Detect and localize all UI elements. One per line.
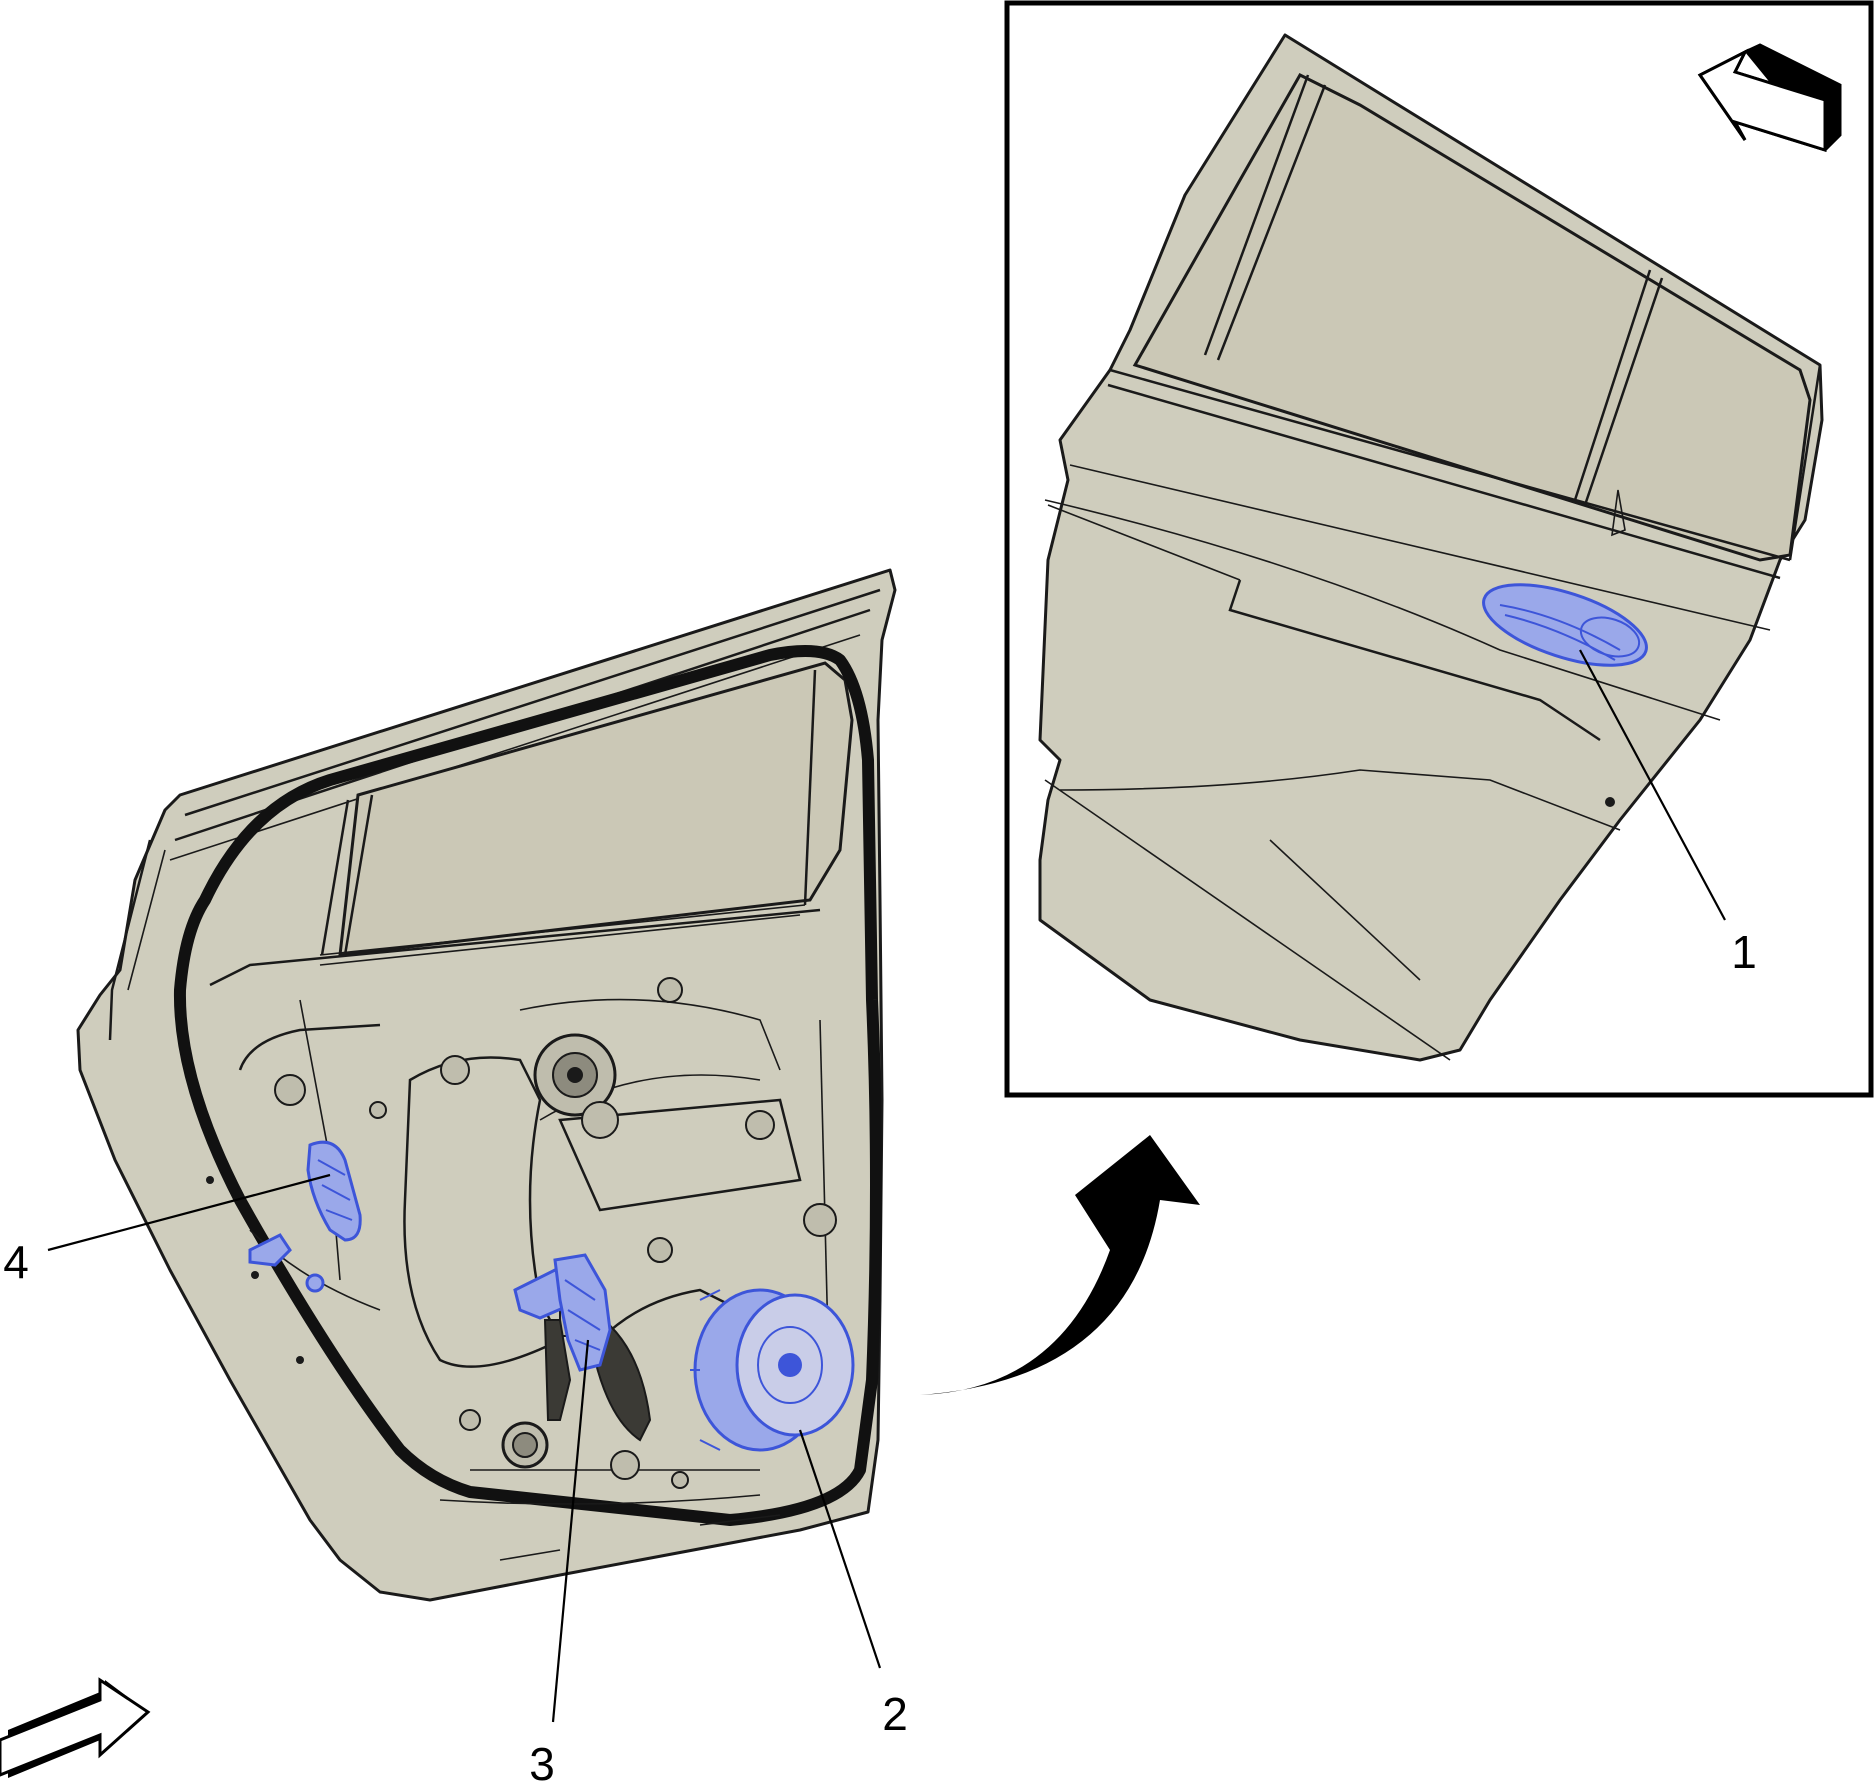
part-3-regulator-motor xyxy=(513,1253,612,1421)
callout-1: 1 xyxy=(1579,649,1757,978)
outline-direction-arrow-icon xyxy=(0,1677,151,1778)
part-1-outside-door-handle xyxy=(1482,583,1648,667)
door-window-glass xyxy=(338,661,854,957)
callout-3: 3 xyxy=(529,1339,590,1790)
part-2-speaker xyxy=(690,1288,855,1452)
callout-label-2: 2 xyxy=(882,1688,908,1740)
inset-outer-view xyxy=(1004,0,1874,1098)
part-4-handle-linkage xyxy=(248,1140,362,1293)
callout-label-3: 3 xyxy=(529,1738,555,1790)
curved-arrow-icon xyxy=(920,1135,1200,1395)
callout-2: 2 xyxy=(798,1429,908,1740)
callout-label-1: 1 xyxy=(1731,926,1757,978)
callout-4: 4 xyxy=(3,1173,331,1288)
outline-direction-arrow-icon xyxy=(1697,43,1842,153)
rear-door-inner-view xyxy=(76,568,897,1602)
callout-label-4: 4 xyxy=(3,1236,29,1288)
door-weatherstrip xyxy=(173,645,882,1526)
